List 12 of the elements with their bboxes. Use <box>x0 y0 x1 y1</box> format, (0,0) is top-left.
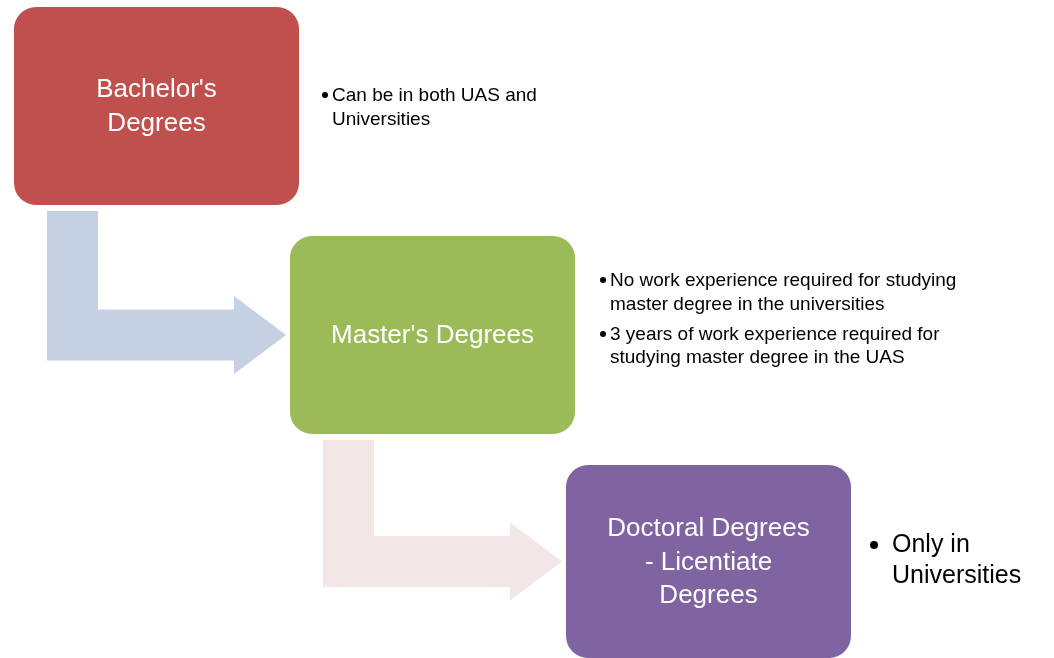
box-title: Master's Degrees <box>331 318 534 352</box>
bullet-text: Only in Universities <box>892 528 1023 591</box>
bullet-text: 3 years of work experience required for studying master degree in the UAS <box>610 321 941 369</box>
bullet-text: No work experience required for studying master degree in the universities <box>610 268 958 316</box>
rounded-box <box>566 465 851 658</box>
bent-arrow <box>47 211 286 374</box>
bent-arrow <box>323 440 562 601</box>
box-title: Doctoral Degrees - Licentiate Degrees <box>606 510 811 612</box>
rounded-box <box>14 7 299 205</box>
bullet-text: Can be in both UAS and Universities <box>332 83 538 131</box>
rounded-box <box>290 236 575 434</box>
box-title: Bachelor's Degrees <box>95 72 218 139</box>
